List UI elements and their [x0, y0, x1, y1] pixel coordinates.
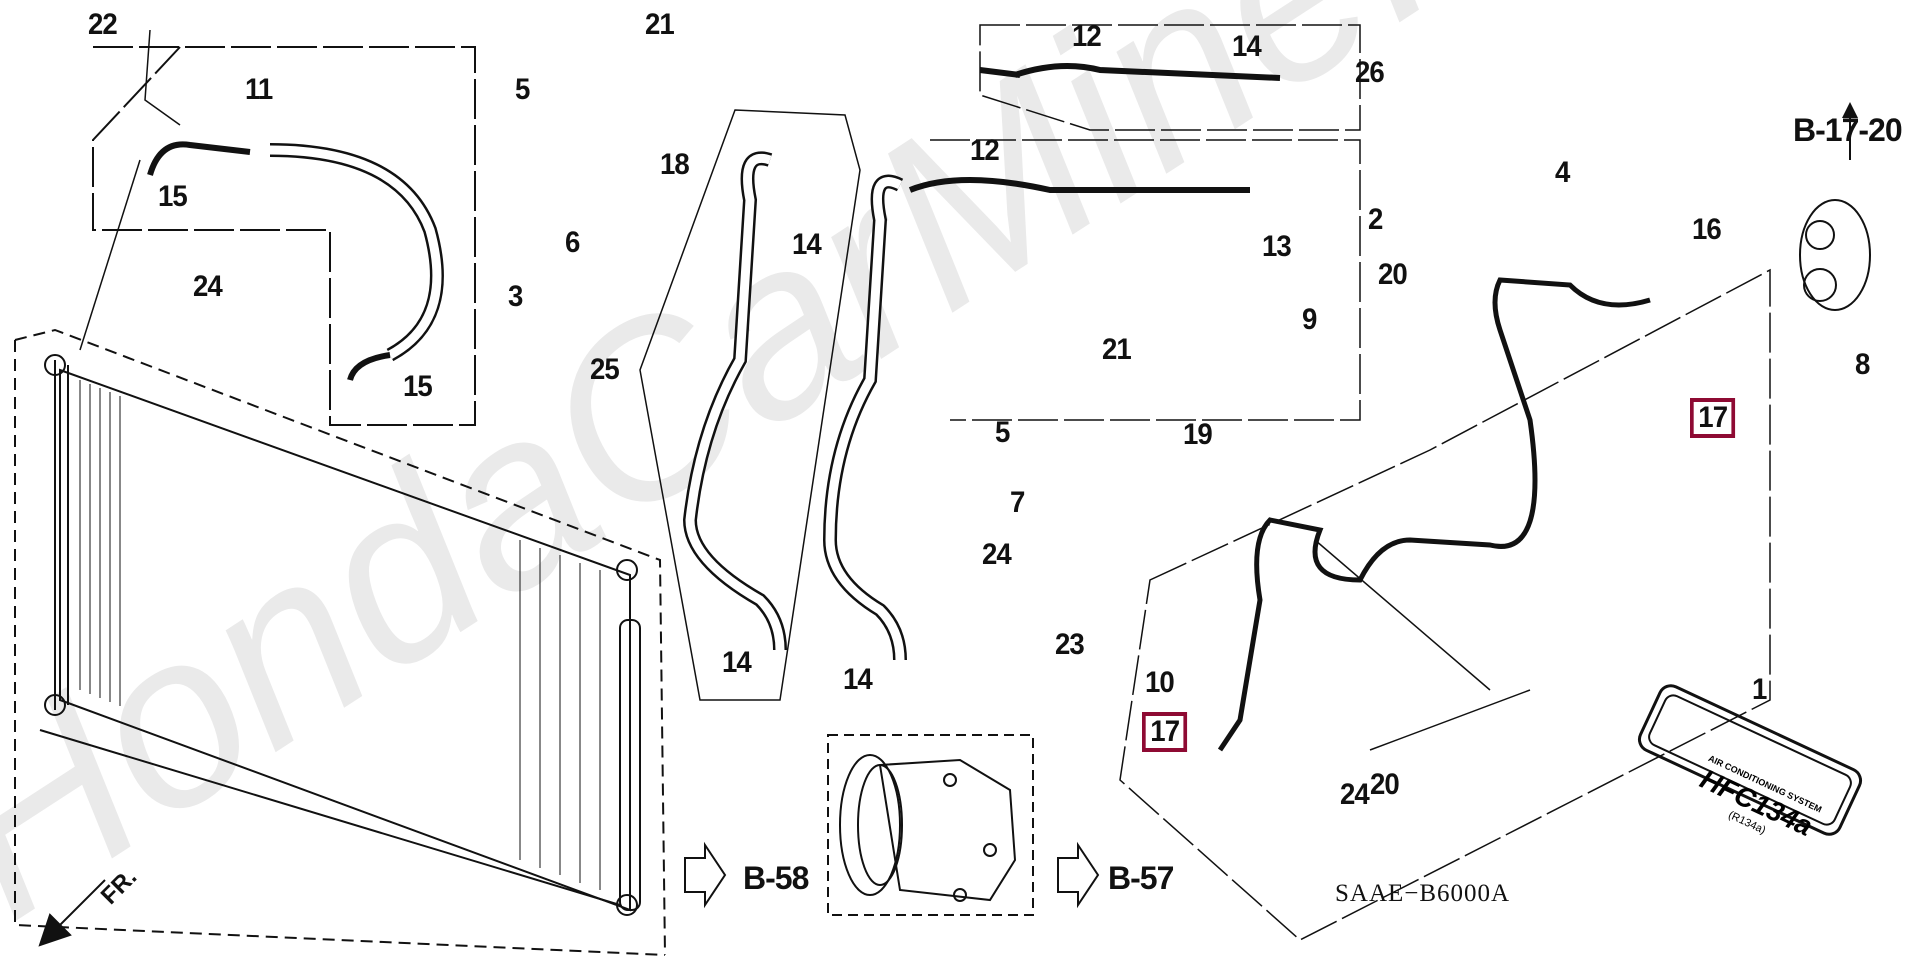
callout-12[interactable]: 12 — [970, 134, 1000, 167]
callout-20[interactable]: 20 — [1378, 258, 1408, 291]
callout-23[interactable]: 23 — [1055, 628, 1085, 661]
callout-14[interactable]: 14 — [722, 646, 752, 679]
callout-18[interactable]: 18 — [660, 148, 690, 181]
callout-13[interactable]: 13 — [1262, 230, 1292, 263]
callout-20[interactable]: 20 — [1370, 768, 1400, 801]
callout-3[interactable]: 3 — [508, 280, 523, 313]
callout-4[interactable]: 4 — [1555, 156, 1570, 189]
diagram-code: SAAE−B6000A — [1335, 880, 1511, 907]
callout-17-highlighted[interactable]: 17 — [1142, 712, 1188, 752]
callout-15[interactable]: 15 — [403, 370, 433, 403]
callout-8[interactable]: 8 — [1855, 348, 1870, 381]
callout-24[interactable]: 24 — [982, 538, 1012, 571]
callout-21[interactable]: 21 — [1102, 333, 1132, 366]
callout-24[interactable]: 24 — [1340, 778, 1370, 811]
callout-11[interactable]: 11 — [245, 73, 273, 106]
callout-14[interactable]: 14 — [792, 228, 822, 261]
front-arrow — [38, 879, 106, 947]
callout-9[interactable]: 9 — [1302, 303, 1317, 336]
callout-14[interactable]: 14 — [843, 663, 873, 696]
callout-14[interactable]: 14 — [1232, 30, 1262, 63]
label-plate[interactable] — [1636, 682, 1865, 838]
reference-b57[interactable]: B-57 — [1108, 860, 1174, 896]
arrow-b57 — [1057, 841, 1100, 909]
reference-b17-20[interactable]: B-17-20 — [1793, 112, 1903, 148]
callout-5[interactable]: 5 — [515, 73, 530, 106]
grommet[interactable] — [1799, 102, 1871, 311]
callout-7[interactable]: 7 — [1010, 486, 1025, 519]
compressor[interactable] — [827, 734, 1034, 916]
reference-b58[interactable]: B-58 — [743, 860, 809, 896]
suction-hose[interactable] — [639, 109, 907, 701]
callout-22[interactable]: 22 — [88, 8, 118, 41]
condenser[interactable] — [14, 328, 666, 956]
callout-21[interactable]: 21 — [645, 8, 675, 41]
callout-26[interactable]: 26 — [1355, 56, 1385, 89]
suction-pipe[interactable] — [908, 24, 1361, 421]
callout-12[interactable]: 12 — [1072, 20, 1102, 53]
callout-6[interactable]: 6 — [565, 226, 580, 259]
callout-2[interactable]: 2 — [1368, 203, 1383, 236]
callout-25[interactable]: 25 — [590, 353, 620, 386]
discharge-hose[interactable] — [92, 46, 476, 426]
callout-5[interactable]: 5 — [995, 416, 1010, 449]
arrow-b58 — [684, 841, 727, 909]
callout-16[interactable]: 16 — [1692, 213, 1722, 246]
callout-19[interactable]: 19 — [1183, 418, 1213, 451]
callout-10[interactable]: 10 — [1145, 666, 1175, 699]
callout-24[interactable]: 24 — [193, 270, 223, 303]
callout-17-highlighted[interactable]: 17 — [1690, 398, 1736, 438]
callout-15[interactable]: 15 — [158, 180, 188, 213]
receiver-line[interactable] — [1119, 268, 1771, 941]
callout-1[interactable]: 1 — [1752, 673, 1767, 706]
